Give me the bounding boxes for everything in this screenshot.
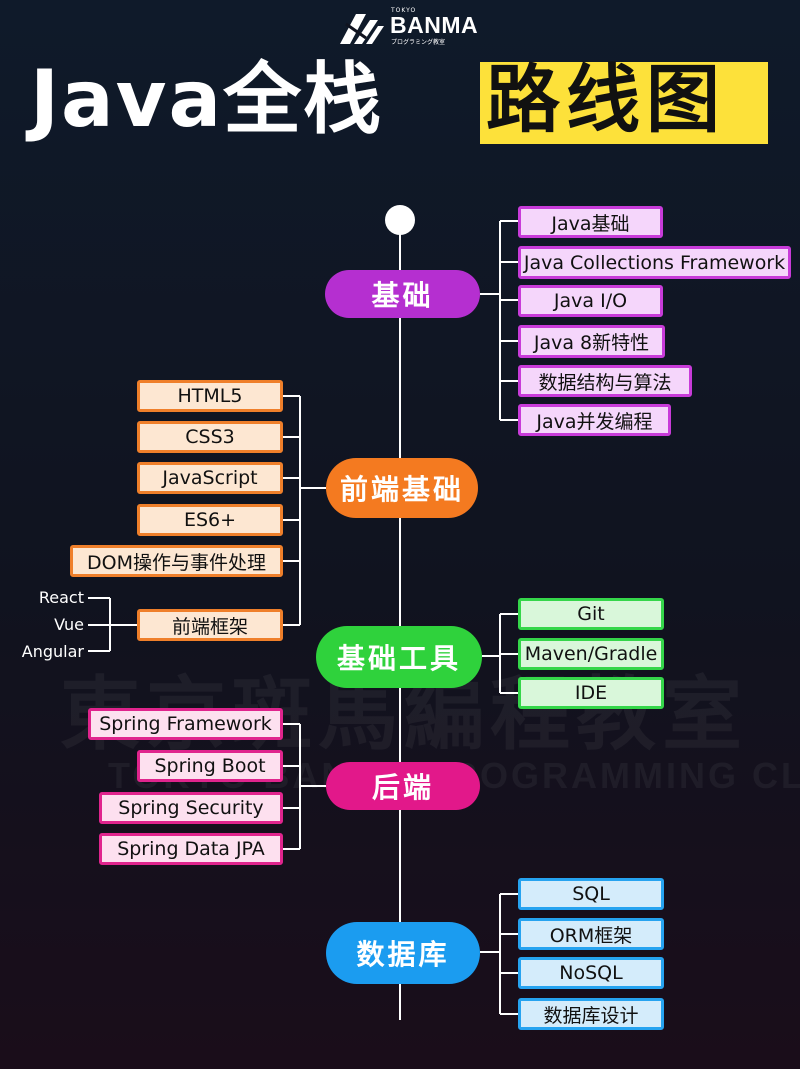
logo	[336, 6, 476, 50]
hub-backend-label: 后端	[371, 771, 434, 804]
hub-frontend-label: 前端基础	[339, 473, 464, 506]
frontend-item-javascript: JavaScript	[137, 462, 283, 494]
hub-backend: 后端	[326, 762, 480, 810]
database-item-design: 数据库设计	[518, 998, 664, 1030]
framework-angular: Angular	[21, 642, 84, 661]
frontend-item-es6: ES6+	[137, 504, 283, 536]
hub-frontend: 前端基础	[326, 458, 478, 518]
frontend-item-css3: CSS3	[137, 421, 283, 453]
hub-database: 数据库	[326, 922, 480, 984]
database-item-nosql: NoSQL	[518, 957, 664, 989]
backend-item-spring-security: Spring Security	[99, 792, 283, 824]
database-item-sql: SQL	[518, 878, 664, 910]
frontend-item-dom: DOM操作与事件处理	[70, 545, 283, 577]
basics-item-dsa: 数据结构与算法	[518, 365, 692, 397]
hub-basics: 基础	[325, 270, 480, 318]
title-highlight: 路线图	[480, 57, 768, 144]
backend-item-spring-data-jpa: Spring Data JPA	[99, 833, 283, 865]
logo-small-top: TOKYO	[391, 7, 417, 14]
backend-item-spring-framework: Spring Framework	[88, 708, 283, 740]
page-title: Java全栈	[30, 55, 384, 145]
start-node	[385, 205, 415, 235]
basics-item-java8: Java 8新特性	[518, 325, 665, 358]
hub-tools-label: 基础工具	[336, 642, 461, 675]
backend-item-spring-boot: Spring Boot	[137, 750, 283, 782]
zebra-icon	[340, 14, 384, 44]
hub-tools: 基础工具	[316, 626, 482, 688]
basics-item-concurrency: Java并发编程	[518, 404, 671, 436]
hub-database-label: 数据库	[356, 938, 450, 971]
basics-item-collections: Java Collections Framework	[518, 246, 791, 279]
hub-basics-label: 基础	[371, 279, 434, 312]
tools-item-git: Git	[518, 598, 664, 630]
framework-vue: Vue	[54, 615, 84, 634]
frontend-item-frameworks: 前端框架	[137, 609, 283, 641]
framework-react: React	[38, 588, 84, 607]
page-title-highlight: 路线图	[486, 57, 726, 143]
frontend-item-html5: HTML5	[137, 380, 283, 412]
logo-subtitle: プログラミング教室	[391, 39, 446, 46]
tools-item-maven-gradle: Maven/Gradle	[518, 638, 664, 670]
database-item-orm: ORM框架	[518, 918, 664, 950]
basics-item-java-basics: Java基础	[518, 206, 663, 238]
tools-item-ide: IDE	[518, 677, 664, 709]
basics-item-io: Java I/O	[518, 285, 663, 317]
logo-name: BANMA	[390, 12, 479, 38]
